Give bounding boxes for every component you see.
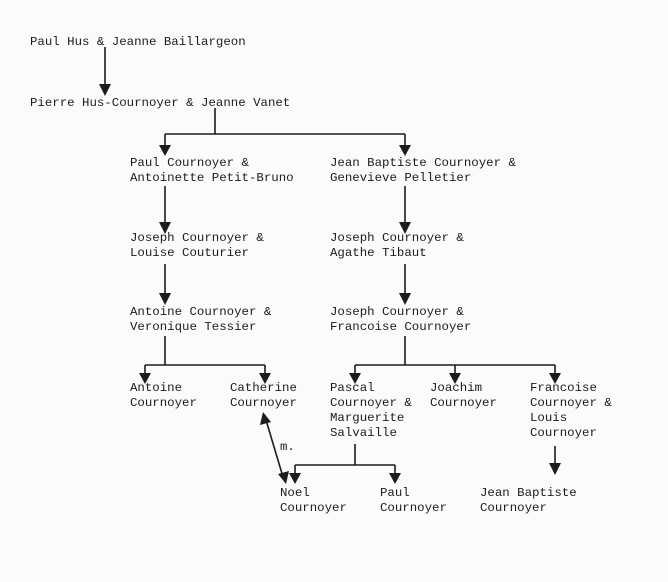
marriage-connector <box>265 419 284 478</box>
node-line: Cournoyer & <box>530 396 612 410</box>
arrowhead <box>399 145 411 156</box>
node-line: Cournoyer <box>130 396 197 410</box>
arrowhead <box>159 222 171 234</box>
marriage-label: m. <box>280 440 295 454</box>
arrowhead <box>159 293 171 305</box>
arrowhead <box>449 373 461 384</box>
node-g4b: Joseph Cournoyer &Agathe Tibaut <box>330 231 464 261</box>
node-line: Antoine <box>130 381 183 395</box>
node-line: Agathe Tibaut <box>330 246 427 260</box>
node-line: Cournoyer <box>480 501 547 515</box>
node-g1: Paul Hus & Jeanne Baillargeon <box>30 35 246 49</box>
node-line: Francoise Cournoyer <box>330 320 472 334</box>
node-g2: Pierre Hus-Cournoyer & Jeanne Vanet <box>30 96 291 110</box>
node-line: Jean Baptiste Cournoyer & <box>330 156 516 170</box>
arrowhead <box>159 145 171 156</box>
node-g4a: Joseph Cournoyer &Louise Couturier <box>130 231 264 261</box>
node-line: Cournoyer <box>530 426 597 440</box>
node-g3a: Paul Cournoyer &Antoinette Petit-Bruno <box>130 156 294 186</box>
node-line: Noel <box>280 486 310 500</box>
arrowhead <box>549 463 561 475</box>
node-line: Paul Cournoyer & <box>130 156 249 170</box>
node-line: Cournoyer <box>380 501 447 515</box>
arrowhead <box>399 222 411 234</box>
node-line: Catherine <box>230 381 297 395</box>
node-line: Jean Baptiste <box>480 486 577 500</box>
node-line: Cournoyer <box>280 501 347 515</box>
arrowhead <box>260 412 271 425</box>
node-g5b: Joseph Cournoyer &Francoise Cournoyer <box>330 305 471 335</box>
arrowhead <box>349 373 361 384</box>
arrowhead <box>549 373 561 384</box>
node-line: Veronique Tessier <box>130 320 257 334</box>
node-g5a: Antoine Cournoyer &Veronique Tessier <box>130 305 271 335</box>
arrowhead <box>399 293 411 305</box>
node-line: Genevieve Pelletier <box>330 171 472 185</box>
node-line: Joseph Cournoyer & <box>330 305 464 319</box>
node-line: Joachim <box>430 381 483 395</box>
arrowhead <box>289 473 301 484</box>
arrowhead <box>139 373 151 384</box>
arrowhead <box>99 84 111 96</box>
node-g3b: Jean Baptiste Cournoyer &Genevieve Pelle… <box>330 156 516 186</box>
arrowhead <box>259 373 271 384</box>
node-line: Joseph Cournoyer & <box>330 231 464 245</box>
node-line: Joseph Cournoyer & <box>130 231 264 245</box>
node-line: Marguerite <box>330 411 405 425</box>
node-line: Antoine Cournoyer & <box>130 305 272 319</box>
node-line: Paul <box>380 486 410 500</box>
node-line: Antoinette Petit-Bruno <box>130 171 294 185</box>
node-line: Cournoyer <box>230 396 297 410</box>
node-line: Pascal <box>330 381 375 395</box>
node-line: Louise Couturier <box>130 246 249 260</box>
node-line: Cournoyer & <box>330 396 412 410</box>
arrowhead <box>278 471 289 484</box>
node-line: Francoise <box>530 381 597 395</box>
node-line: Salvaille <box>330 426 397 440</box>
node-line: Louis <box>530 411 568 425</box>
node-line: Cournoyer <box>430 396 497 410</box>
arrowhead <box>389 473 401 484</box>
